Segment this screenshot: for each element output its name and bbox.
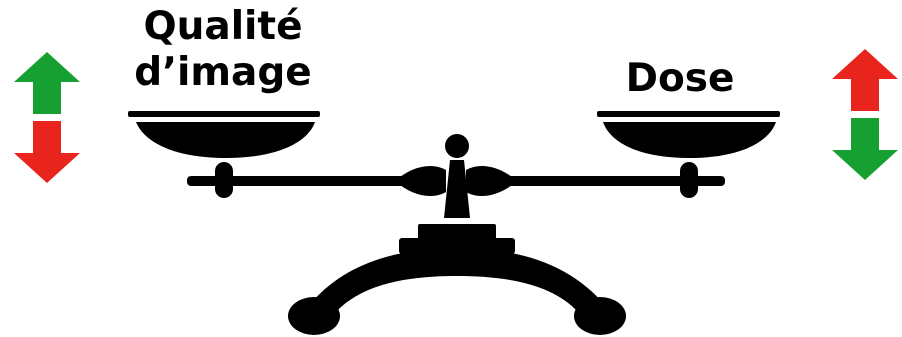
right-pan <box>597 111 780 158</box>
scale-base <box>288 224 626 335</box>
left-pan <box>128 111 320 158</box>
